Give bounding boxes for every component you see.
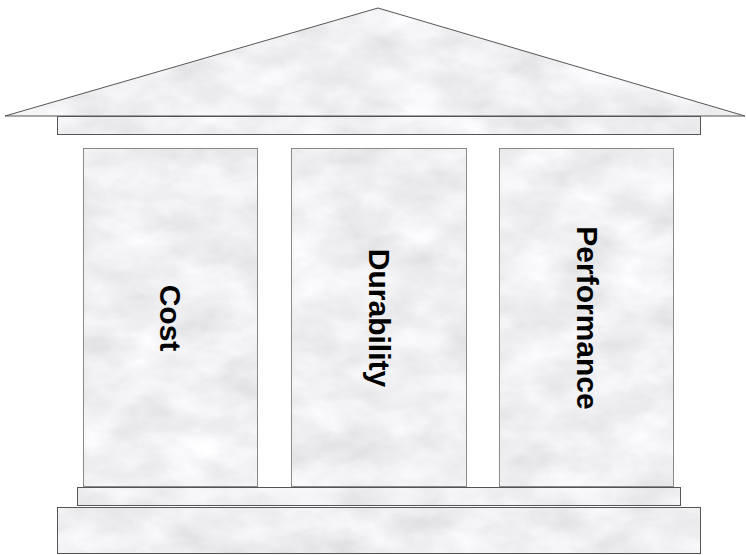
roof-outline [5, 8, 745, 116]
roof-pediment [5, 8, 745, 116]
pillar-shaft [291, 148, 467, 487]
base-plinth-outline [58, 508, 701, 554]
entablature [57, 116, 700, 134]
pillar-shaft [499, 148, 674, 487]
base-plinth [57, 507, 700, 553]
base-step [77, 487, 680, 505]
pillar-label: Performance [572, 226, 602, 409]
entablature-outline [58, 117, 701, 135]
pillar-shaft [83, 148, 258, 487]
pillar-box: Cost [83, 148, 258, 487]
pillar-label: Cost [155, 284, 185, 351]
pillar-label: Durability [364, 248, 394, 386]
pillar-box: Durability [291, 148, 467, 487]
base-step-outline [78, 488, 681, 506]
pillar-box: Performance [499, 148, 674, 487]
